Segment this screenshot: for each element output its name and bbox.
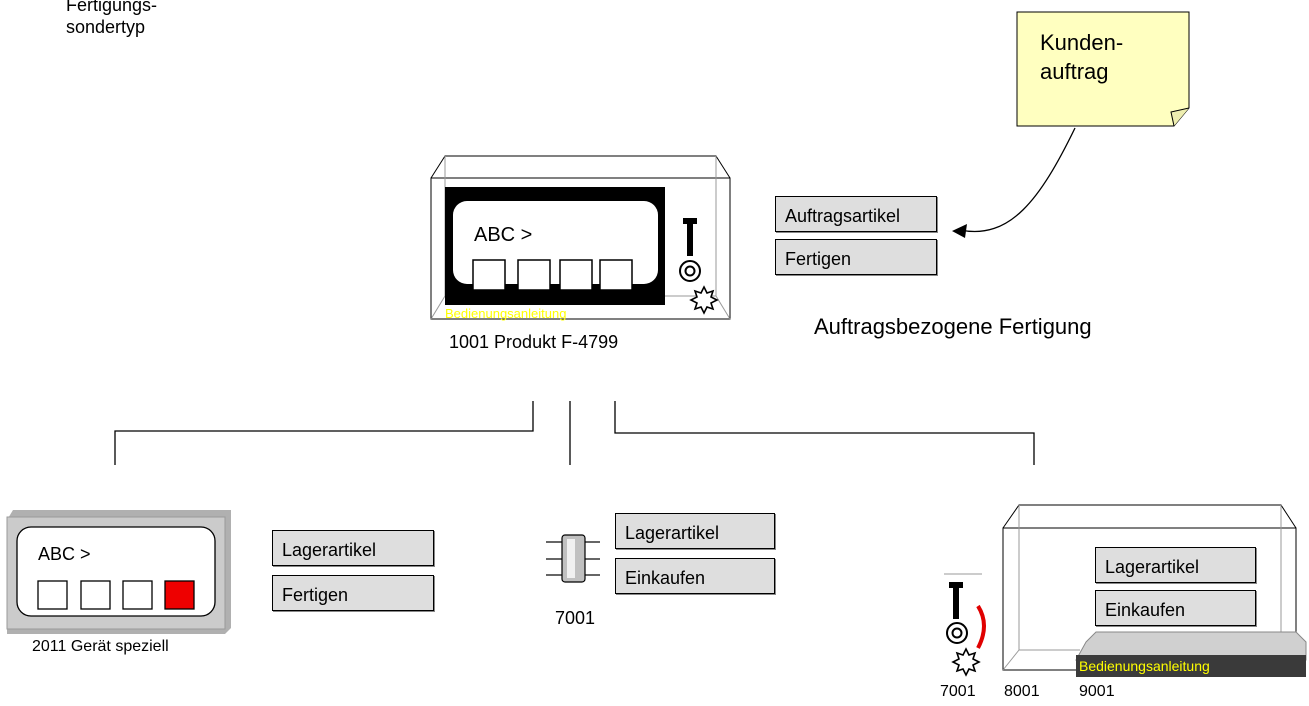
device-stock-tag-label: Lagerartikel — [282, 540, 377, 560]
diagram-title-line2: sondertyp — [66, 17, 146, 37]
component-stock-tag-label: Lagerartikel — [625, 523, 720, 543]
diagram-title-line1: Fertigungs- — [66, 0, 158, 15]
manufacture-tag: Fertigen — [775, 239, 937, 275]
connector-lines — [114, 401, 1035, 465]
device-display-text: ABC > — [38, 544, 91, 564]
component-caption: 7001 — [555, 608, 596, 628]
nut-icon — [679, 260, 701, 282]
main-product-caption: 1001 Produkt F-4799 — [449, 332, 619, 352]
device-manufacture-tag: Fertigen — [272, 575, 434, 611]
manual-book — [1075, 631, 1307, 677]
package-caption-7001: 7001 — [940, 683, 976, 700]
package-purchase-tag-label: Einkaufen — [1105, 600, 1186, 620]
package-purchase-tag: Einkaufen — [1095, 590, 1256, 626]
order-article-tag: Auftragsartikel — [775, 196, 937, 232]
device-manufacture-tag-label: Fertigen — [282, 585, 349, 605]
package-screw-icon — [944, 573, 982, 619]
main-display-text: ABC > — [474, 224, 533, 246]
component-stock-tag: Lagerartikel — [615, 513, 775, 549]
customer-order-label-line2: auftrag — [1040, 59, 1109, 84]
gear-icon — [689, 285, 719, 315]
component-purchase-tag: Einkaufen — [615, 558, 775, 594]
device-stock-tag: Lagerartikel — [272, 530, 434, 566]
screw-icon — [683, 218, 697, 256]
component-purchase-tag-label: Einkaufen — [625, 568, 706, 588]
package-caption-8001: 8001 — [1004, 683, 1040, 700]
package-manual-label: Bedienungsanleitung — [1079, 658, 1210, 674]
package-stock-tag: Lagerartikel — [1095, 547, 1256, 583]
order-arrow — [952, 127, 1076, 238]
package-caption-9001: 9001 — [1079, 683, 1115, 700]
chip-icon — [546, 534, 600, 583]
package-stock-tag-label: Lagerartikel — [1105, 557, 1200, 577]
main-manual-label: Bedienungsanleitung — [445, 306, 567, 321]
order-article-tag-label: Auftragsartikel — [785, 206, 901, 226]
package-nut-icon — [946, 622, 968, 644]
process-label: Auftragsbezogene Fertigung — [814, 314, 1092, 339]
manufacture-tag-label: Fertigen — [785, 249, 852, 269]
customer-order-note — [1016, 11, 1190, 127]
package-gear-icon — [951, 647, 981, 677]
package-red-strap — [976, 604, 986, 649]
special-device — [6, 510, 231, 634]
main-device — [445, 187, 665, 305]
customer-order-label-line1: Kunden- — [1040, 30, 1124, 55]
device-caption: 2011 Gerät speziell — [32, 638, 169, 655]
